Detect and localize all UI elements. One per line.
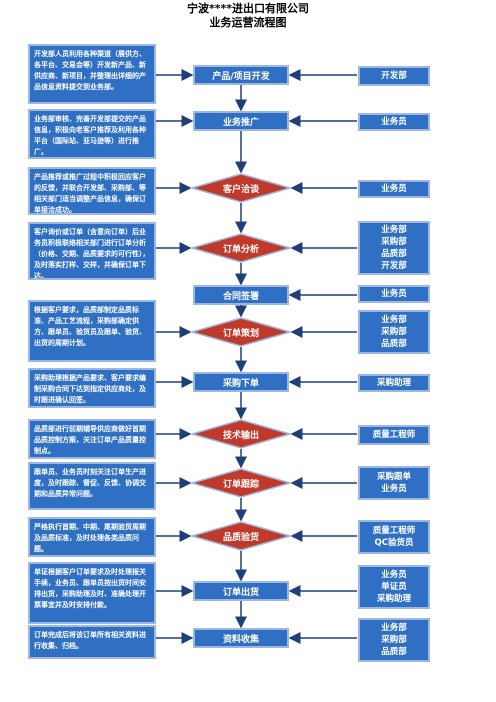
process-node: 业务推广 (193, 111, 289, 131)
step-description: 严格执行首期、中期、尾期验货周期及品质标准，及时处理各类品质问题。 (28, 517, 156, 557)
department-name: 品质部 (381, 249, 407, 259)
process-node: 合同签署 (193, 285, 289, 305)
step-label: 品质验货 (222, 532, 259, 543)
decision-diamond-shape (191, 317, 291, 347)
department-box: 采购助理 (358, 374, 430, 392)
department-name: 业务部 (381, 623, 407, 633)
decision-diamond-shape (191, 419, 291, 449)
process-node: 采购下单 (193, 372, 289, 392)
decision-diamond-shape (191, 468, 291, 498)
department-name: 业务员 (381, 184, 407, 194)
step-label: 订单分析 (222, 244, 259, 255)
department-name: 开发部 (381, 261, 407, 271)
decision-node: 客户洽谈 (191, 173, 291, 203)
decision-node: 技术输出 (191, 419, 291, 449)
department-name: QC验货员 (374, 538, 414, 548)
department-name: 采购助理 (376, 378, 411, 388)
department-name: 质量工程师 (372, 526, 416, 536)
decision-diamond-shape (191, 233, 291, 263)
step-description: 客户询价或订单（含意向订单）后业务员积极联络相关部门进行订单分析（价格、交期、品… (28, 222, 156, 280)
step-description: 产品推荐或推广过程中积极回应客户的反馈，并联合开发部、采购部、等相关部门适当调整… (28, 167, 156, 215)
step-label: 资料收集 (222, 634, 259, 645)
step-label: 订单策划 (222, 328, 259, 339)
step-description: 根据客户要求，品质部制定品质标准、产品工艺流程，采购部确定供方、跟单员、验货员及… (28, 300, 156, 362)
step-label: 合同签署 (222, 291, 259, 302)
department-box: 业务部采购部品质部 (358, 618, 430, 662)
step-description: 单证根据客户订单要求及时处理报关手续，业务员、跟单员按出货时间安排出货，采购助理… (28, 562, 156, 624)
decision-diamond-shape (191, 521, 291, 551)
step-label: 订单出货 (222, 587, 259, 598)
department-box: 业务员 (358, 180, 430, 198)
department-name: 采购跟单 (376, 472, 411, 482)
department-name: 品质部 (381, 339, 407, 349)
department-box: 业务员单证员采购助理 (358, 565, 430, 609)
step-description: 开发部人员利用各种渠道（展供方、各平台、交易会等）开发新产品、新供应商、新项目，… (28, 44, 156, 104)
page-title: 宁波****进出口有限公司 (186, 2, 309, 15)
department-name: 采购部 (381, 237, 407, 247)
department-box: 采购跟单业务员 (358, 466, 430, 500)
decision-node: 品质验货 (191, 521, 291, 551)
department-name: 业务部 (381, 225, 407, 235)
step-description: 业务部审核、完善开发部提交的产品信息，积极向老客户推荐及利用各种平台（国际站、亚… (28, 109, 156, 159)
step-label: 客户洽谈 (222, 184, 259, 195)
department-name: 采购部 (381, 327, 407, 337)
department-name: 业务员 (381, 484, 407, 494)
process-node: 资料收集 (193, 628, 289, 648)
department-box: 业务员 (358, 285, 430, 303)
decision-node: 订单策划 (191, 317, 291, 347)
process-node: 产品/项目开发 (193, 65, 289, 85)
decision-node: 订单分析 (191, 233, 291, 263)
department-name: 业务员 (381, 570, 407, 580)
department-name: 业务员 (381, 289, 407, 299)
department-box: 业务部采购部品质部 (358, 310, 430, 354)
department-name: 业务部 (381, 315, 407, 325)
step-label: 采购下单 (222, 378, 259, 389)
step-label: 技术输出 (222, 430, 259, 441)
department-box: 质量工程师 (358, 425, 430, 445)
step-description: 跟单员、业务员时刻关注订单生产进度，及时跟踪、督促、反馈、协调交期和品质异常问题… (28, 462, 156, 510)
department-name: 采购助理 (376, 594, 411, 604)
step-label: 订单跟踪 (222, 479, 259, 490)
step-label: 业务推广 (222, 117, 259, 128)
process-node: 订单出货 (193, 581, 289, 601)
decision-node: 订单跟踪 (191, 468, 291, 498)
department-name: 质量工程师 (372, 430, 416, 440)
department-box: 业务部采购部品质部开发部 (358, 221, 430, 275)
department-name: 采购部 (381, 635, 407, 645)
step-description: 品质部进行前期辅导供应商做好首期品质控制方案，关注订单产品质量控制点。 (28, 419, 156, 459)
department-name: 品质部 (381, 647, 407, 657)
step-description: 采购助理根据产品要求、客户要求编制采购合同下达到指定供应商处，及时跟进确认回签。 (28, 368, 156, 408)
step-description: 订单完成后将该订单所有相关资料进行收集、归档。 (28, 625, 156, 659)
department-name: 业务员 (381, 117, 407, 127)
department-box: 质量工程师 QC验货员 (358, 520, 430, 554)
department-box: 开发部 (358, 66, 430, 86)
department-name: 开发部 (381, 71, 407, 81)
page-subtitle: 业务运营流程图 (209, 16, 287, 29)
department-box: 业务员 (358, 113, 430, 131)
department-name: 单证员 (381, 582, 407, 592)
step-label: 产品/项目开发 (212, 71, 270, 82)
decision-diamond-shape (191, 173, 291, 203)
